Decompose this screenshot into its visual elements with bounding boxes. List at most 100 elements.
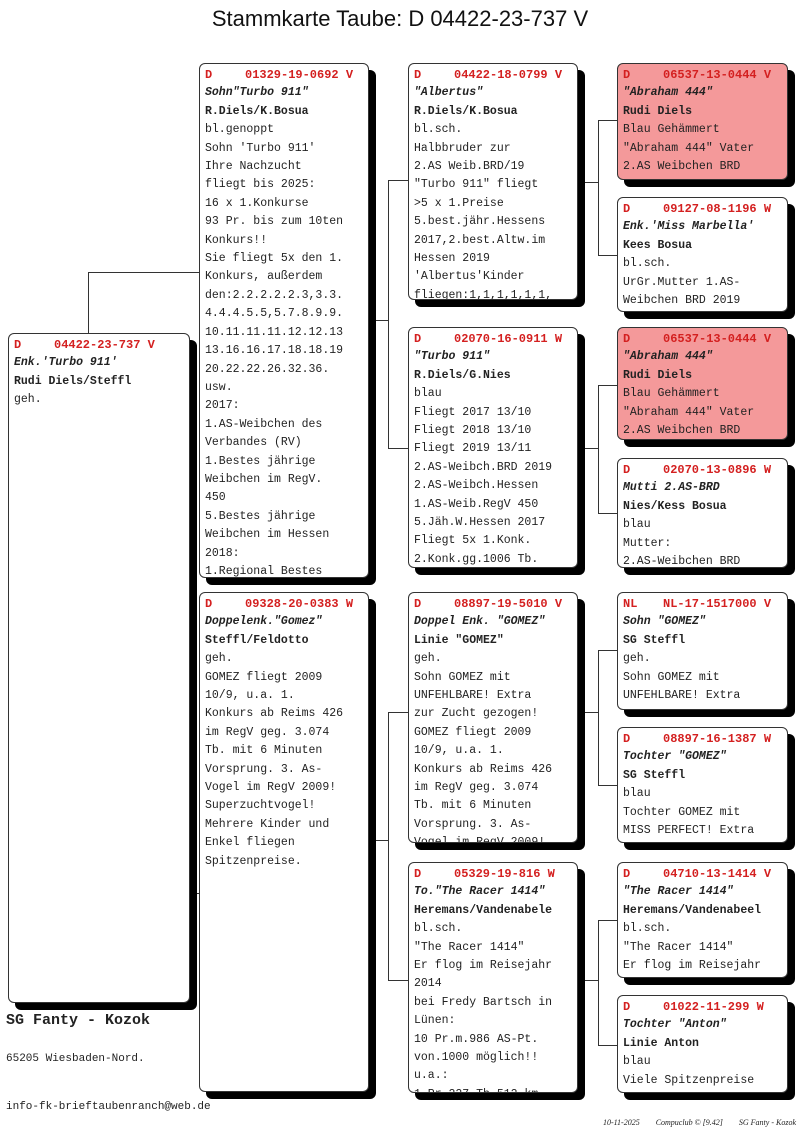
- note-line: 10/9, u.a. 1.: [414, 744, 504, 758]
- note-line: Konkurs, außerdem: [205, 270, 323, 284]
- note-line: 2017,2.best.Altw.im: [414, 233, 546, 247]
- note-line: 13.16.16.17.18.18.19: [205, 344, 344, 358]
- note-line: geh.: [414, 652, 442, 666]
- ring-country: D: [623, 1000, 631, 1014]
- connector-line: [376, 320, 388, 321]
- pigeon-name: Enk.'Turbo 911': [14, 356, 118, 370]
- note-line: von.1000 möglich!!: [414, 1051, 539, 1065]
- note-line: blau: [414, 387, 442, 401]
- note-line: MISS PERFECT! Extra: [623, 824, 755, 838]
- note-line: Konkurs ab Reims 426: [205, 707, 344, 721]
- ring-id: 01329-19-0692 V: [245, 68, 354, 82]
- note-line: fliegt bis 2025:: [205, 178, 316, 192]
- pigeon-name: Tochter "Anton": [623, 1018, 727, 1032]
- note-line: Sie fliegt 5x den 1.: [205, 252, 344, 266]
- connector-line: [388, 180, 408, 181]
- ring-id: NL-17-1517000 V: [663, 597, 772, 611]
- note-line: "Abraham 444" Vater: [623, 141, 755, 155]
- ring-country: D: [14, 338, 22, 352]
- note-line: Konkurs!!: [205, 233, 268, 247]
- breeder: R.Diels/G.Nies: [414, 368, 511, 382]
- pigeon-name: "Abraham 444": [623, 86, 713, 100]
- footer: 10-11-2025 Compuclub © [9.42] SG Fanty -…: [589, 1118, 796, 1127]
- connector-line: [598, 650, 617, 651]
- pigeon-name: Doppel Enk. "GOMEZ": [414, 615, 546, 629]
- note-line: 2018:: [205, 546, 240, 560]
- connector-line: [598, 385, 599, 513]
- note-line: Sohn GOMEZ mit: [623, 670, 720, 684]
- connector-line: [388, 448, 408, 449]
- note-line: blau: [623, 787, 651, 801]
- note-line: 1.Regional Bestes: [205, 564, 323, 578]
- breeder: Rudi Diels: [623, 368, 693, 382]
- note-line: bei Fredy Bartsch in: [414, 995, 553, 1009]
- ring-id: 02070-13-0896 W: [663, 463, 772, 477]
- owner-address: 65205 Wiesbaden-Nord.: [6, 1053, 145, 1065]
- ring-id: 04422-23-737 V: [54, 338, 155, 352]
- note-line: Vorsprung. 3. As-: [205, 762, 323, 776]
- note-line: 1.Pr.227 Tb.512 km: [414, 1086, 572, 1092]
- ring-country: D: [414, 597, 422, 611]
- note-line: geh.: [14, 393, 42, 407]
- owner-email[interactable]: info-fk-brieftaubenranch@web.de: [6, 1101, 211, 1113]
- note-line: 10.11.11.11.12.12.13: [205, 325, 344, 339]
- connector-line: [598, 513, 617, 514]
- ring-country: D: [623, 732, 631, 746]
- note-line: Konkurs ab Reims 426: [414, 762, 553, 776]
- note-line: 16 x 1.Konkurse: [205, 196, 309, 210]
- note-line: "The Racer 1414": [414, 940, 525, 954]
- note-line: "The Racer 1414": [623, 940, 734, 954]
- owner-name: SG Fanty - Kozok: [6, 1012, 151, 1029]
- note-line: Vorsprung. 3. As-: [414, 817, 532, 831]
- note-line: im RegV geg. 3.074: [414, 781, 539, 795]
- note-line: 20.22.22.26.32.36.: [205, 362, 330, 376]
- pigeon-name: To."The Racer 1414": [414, 885, 546, 899]
- note-line: Hessen 2019: [414, 252, 490, 266]
- pigeon-name: "The Racer 1414": [623, 885, 734, 899]
- pigeon-name: Sohn"Turbo 911": [205, 86, 309, 100]
- note-line: >5 x 1.Preise: [414, 196, 504, 210]
- note-line: 2013:13/10 Preise: [623, 1090, 782, 1092]
- note-line: GOMEZ fliegt 2009: [414, 725, 532, 739]
- ring-id: 06537-13-0444 V: [663, 332, 772, 346]
- note-line: im RegV geg. 3.074: [205, 725, 330, 739]
- breeder: R.Diels/K.Bosua: [205, 104, 309, 118]
- note-line: 2017:: [205, 399, 240, 413]
- note-line: 2.AS Weib.BRD/19: [414, 160, 525, 174]
- note-line: bl.sch.: [623, 257, 672, 271]
- ring-country: D: [414, 68, 422, 82]
- note-line: Blau Gehämmert: [623, 387, 720, 401]
- connector-line: [598, 120, 599, 255]
- note-line: 2014: [414, 977, 442, 991]
- connector-line: [585, 448, 598, 449]
- note-line: Tochter GOMEZ mit: [623, 805, 741, 819]
- breeder: Heremans/Vandenabele: [414, 903, 553, 917]
- breeder: Steffl/Feldotto: [205, 633, 309, 647]
- note-line: Viele Spitzenpreise: [623, 1073, 755, 1087]
- pigeon-name: Doppelenk."Gomez": [205, 615, 323, 629]
- connector-line: [598, 920, 599, 1045]
- note-line: fliegen:1,1,1,1,1,1,: [414, 288, 553, 300]
- ring-country: D: [414, 332, 422, 346]
- note-line: Sohn GOMEZ mit: [414, 670, 511, 684]
- footer-software: Compuclub © [9.42]: [655, 1118, 723, 1127]
